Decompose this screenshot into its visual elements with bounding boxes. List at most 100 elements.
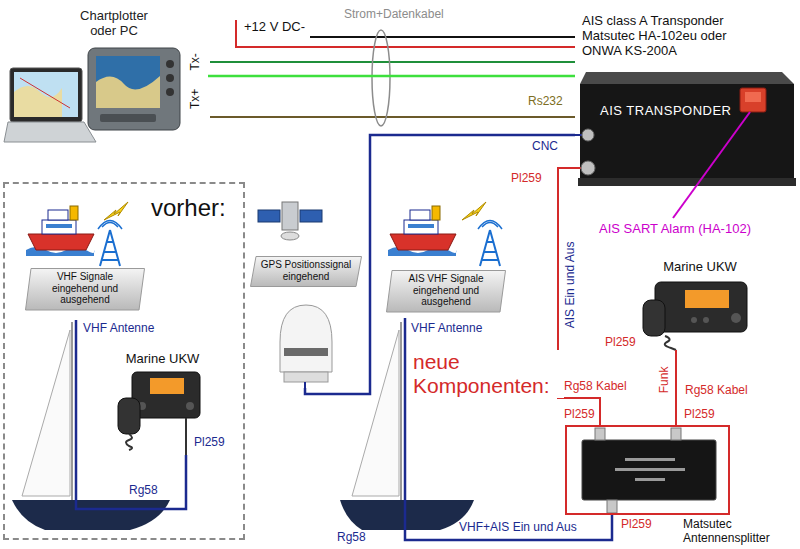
radio-tower bbox=[98, 221, 122, 267]
radio-tower bbox=[478, 221, 502, 267]
mast bbox=[71, 322, 73, 500]
plotter-button bbox=[166, 74, 174, 82]
sailboat-after bbox=[340, 318, 612, 540]
cable-stub bbox=[575, 167, 581, 169]
transponder-illustration bbox=[575, 72, 796, 218]
mast bbox=[400, 322, 402, 500]
radio-body bbox=[655, 282, 747, 332]
solar-panel bbox=[258, 210, 280, 222]
sail bbox=[352, 330, 399, 496]
ship-hull bbox=[28, 234, 94, 250]
radio-display bbox=[150, 378, 184, 394]
splitter-body bbox=[582, 440, 716, 500]
hull bbox=[12, 500, 170, 530]
ship-hull bbox=[390, 234, 456, 250]
plotter-keys bbox=[100, 114, 156, 122]
lightning bbox=[104, 202, 128, 220]
part-label: VHF Antenne bbox=[82, 322, 155, 336]
callout-outline bbox=[387, 271, 506, 313]
transponder-device: AIS class A Transponder Matsutec HA-102e… bbox=[575, 12, 795, 190]
node-label: VHF Signale eingehend und ausgehend bbox=[44, 271, 126, 306]
device-print bbox=[615, 468, 685, 471]
node-label: AIS VHF Signale eingehend und ausgehend bbox=[405, 273, 487, 308]
antenna-cable bbox=[405, 318, 612, 540]
tower-lattice bbox=[100, 230, 120, 266]
transponder-top bbox=[580, 72, 794, 84]
chartplotter-illustration bbox=[88, 48, 180, 130]
gps-antenna bbox=[280, 305, 332, 388]
part-label: Rg58 bbox=[128, 484, 159, 498]
vhf-radio bbox=[118, 372, 200, 455]
sart-switch bbox=[740, 88, 766, 112]
radio-body bbox=[132, 372, 200, 418]
radio-waves bbox=[478, 221, 502, 230]
callout-outline bbox=[26, 269, 145, 311]
part-label: Rg58 bbox=[336, 531, 367, 545]
connector-label: AIS Ein und Aus bbox=[564, 241, 578, 330]
cable-bundle bbox=[210, 20, 575, 126]
rs232-wire bbox=[210, 116, 575, 118]
plotter-button bbox=[166, 88, 174, 96]
ground-wire bbox=[310, 36, 575, 38]
node-label: GPS Positionssignal eingehend bbox=[258, 259, 354, 282]
ship-bridge bbox=[410, 210, 430, 220]
node-label: Matsutec Antennensplitter bbox=[683, 518, 795, 546]
part-label: Pl259 bbox=[620, 518, 653, 532]
plotter-housing bbox=[88, 48, 180, 130]
laptop-illustration bbox=[4, 68, 96, 142]
ship-deckhouse bbox=[42, 220, 76, 234]
cable-stub bbox=[575, 134, 582, 136]
transponder-body bbox=[580, 84, 794, 180]
radio-display bbox=[685, 290, 729, 308]
vhf-radio-unit: Marine UKW bbox=[640, 258, 760, 350]
power-wire bbox=[236, 20, 575, 47]
radio-knob bbox=[731, 313, 741, 323]
radio-key bbox=[703, 317, 709, 323]
antenna-dome bbox=[280, 305, 332, 372]
hull bbox=[340, 500, 474, 530]
signal-callout: VHF Signale eingehend und ausgehend bbox=[25, 268, 145, 311]
splitter-socket bbox=[607, 500, 617, 513]
satellite-dish bbox=[281, 232, 299, 240]
part-label: Pl259 bbox=[604, 336, 637, 350]
tower-lattice bbox=[480, 230, 500, 266]
cable-connector bbox=[208, 75, 575, 78]
sail bbox=[22, 330, 70, 496]
splitter-socket bbox=[671, 428, 681, 440]
device-print bbox=[635, 478, 665, 481]
ship-icon bbox=[26, 206, 94, 256]
part-label: Tx+ bbox=[189, 88, 203, 110]
mic-cord bbox=[665, 336, 676, 350]
radio-mic bbox=[118, 398, 140, 434]
vhf-radio bbox=[643, 282, 747, 350]
node-label: AIS class A Transponder Matsutec HA-102e… bbox=[582, 14, 764, 59]
splitter-box: Matsutec Antennensplitter bbox=[565, 425, 730, 515]
pl259-socket bbox=[581, 161, 595, 175]
plotter-land bbox=[96, 76, 160, 108]
part-label: Strom+Datenkabel bbox=[343, 8, 445, 22]
signal-callout: AIS VHF Signale eingehend und ausgehend bbox=[386, 270, 506, 313]
laptop-chart bbox=[14, 72, 78, 117]
cable-connector bbox=[675, 350, 677, 425]
radio-key bbox=[691, 317, 697, 323]
gps-satellite bbox=[258, 202, 322, 240]
part-label: Rg58 Kabel bbox=[684, 384, 749, 398]
ship-windows bbox=[46, 224, 72, 228]
antenna-splitter bbox=[582, 428, 716, 513]
radio-knob bbox=[186, 402, 194, 410]
node-label: AIS TRANSPONDER bbox=[600, 104, 732, 119]
plotter-button bbox=[166, 60, 174, 68]
part-label: Pl259 bbox=[683, 408, 716, 422]
plotter-screen bbox=[96, 56, 160, 108]
satellite-body bbox=[282, 202, 298, 230]
part-label: neue Komponenten: bbox=[412, 350, 564, 398]
node-label: vorher: bbox=[151, 194, 226, 222]
part-label: VHF Antenne bbox=[410, 322, 483, 336]
part-label: CNC bbox=[531, 140, 559, 154]
solar-panel bbox=[300, 210, 322, 222]
part-label: AIS SART Alarm (HA-102) bbox=[598, 222, 752, 237]
data-wire bbox=[210, 61, 575, 63]
part-label: Pl259 bbox=[563, 408, 596, 422]
